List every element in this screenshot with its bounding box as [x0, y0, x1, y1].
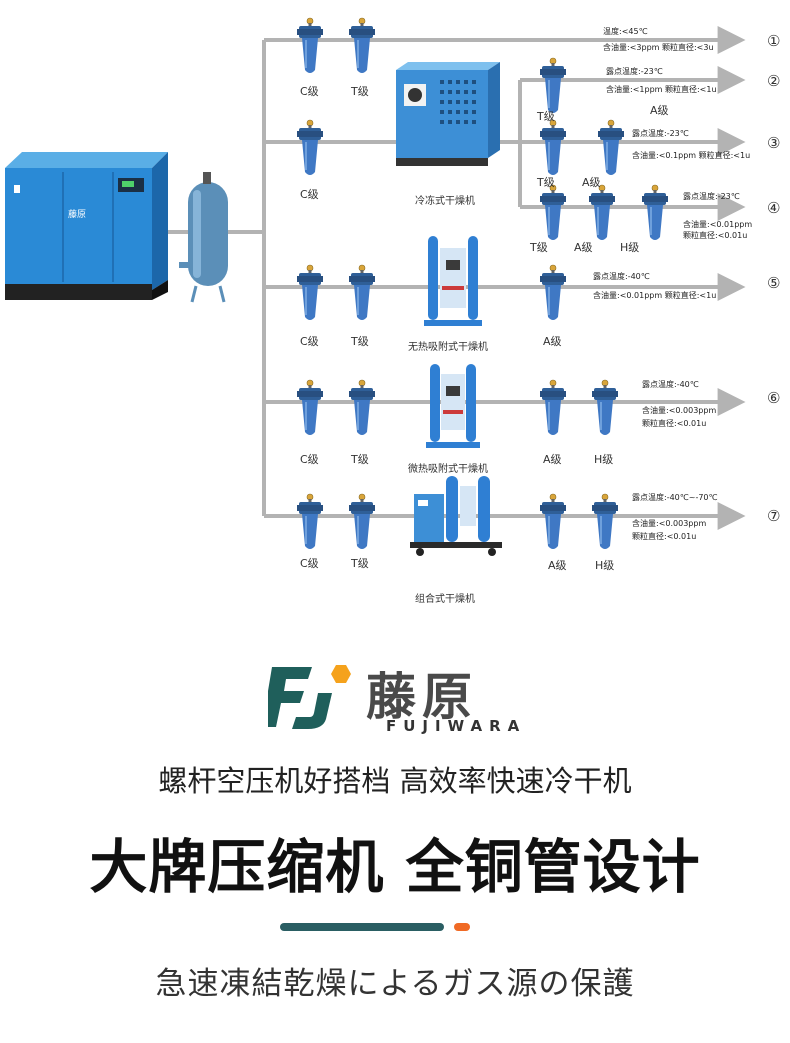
line-number: ③ — [767, 134, 780, 152]
filter-label: C级 — [300, 335, 319, 348]
air-treatment-diagram: 藤原 — [5, 17, 780, 605]
filter-a-line5 — [539, 264, 567, 321]
filter-label: C级 — [300, 453, 319, 466]
microheat-adsorption-dryer — [426, 364, 480, 448]
filter-label: T级 — [536, 110, 555, 123]
filter-label: T级 — [350, 557, 369, 570]
spec-text: 露点温度:-23℃ — [683, 191, 740, 201]
filter-a-line4 — [588, 184, 616, 241]
line-number: ② — [767, 72, 780, 90]
filter-label: H级 — [595, 559, 614, 572]
filter-c-line6 — [296, 379, 324, 436]
heatless-adsorption-dryer — [424, 236, 482, 326]
filter-t-line4 — [539, 184, 567, 241]
filter-label: H级 — [594, 453, 613, 466]
line-number: ⑥ — [767, 389, 780, 407]
filter-label: A级 — [543, 453, 562, 466]
spec-text: 露点温度:-40℃~-70℃ — [632, 492, 718, 502]
filter-label: C级 — [300, 557, 319, 570]
fj-logo-mark — [268, 665, 351, 729]
spec-text: 露点温度:-40℃ — [593, 271, 650, 281]
spec-text: 颗粒直径:<0.01u — [632, 531, 696, 541]
filter-label: T级 — [350, 85, 369, 98]
subline-japanese: 急速凍結乾燥によるガス源の保護 — [155, 966, 635, 1002]
line-number: ④ — [767, 199, 780, 217]
compressor-logo-text: 藤原 — [68, 208, 86, 220]
filter-label: A级 — [574, 241, 593, 254]
spec-text: 含油量:<0.003ppm — [632, 518, 706, 528]
filter-label: C级 — [300, 85, 319, 98]
spec-text: 含油量:<0.1ppm 颗粒直径:<1u — [632, 150, 750, 160]
divider-bar — [280, 923, 444, 931]
machine-label: 微热吸附式干燥机 — [408, 462, 488, 475]
filter-c-line1 — [296, 17, 324, 74]
machine-label: 组合式干燥机 — [415, 592, 475, 605]
spec-text: 露点温度:-23℃ — [632, 128, 689, 138]
filter-t-line5 — [348, 264, 376, 321]
spec-text: 含油量:<1ppm 颗粒直径:<1u — [606, 84, 717, 94]
spec-text: 含油量:<3ppm 颗粒直径:<3u — [603, 42, 714, 52]
filter-label: C级 — [300, 188, 319, 201]
filter-label: T级 — [350, 335, 369, 348]
spec-text: 露点温度:-23℃ — [606, 66, 663, 76]
filter-h-line7 — [591, 493, 619, 550]
filter-c-line5 — [296, 264, 324, 321]
filter-h-line4 — [641, 184, 669, 241]
filter-label: T级 — [536, 176, 555, 189]
filter-a-line7 — [539, 493, 567, 550]
filter-label: A级 — [543, 335, 562, 348]
filter-t-line6 — [348, 379, 376, 436]
filter-a-line3 — [597, 119, 625, 176]
filter-label: T级 — [350, 453, 369, 466]
filter-t-line7 — [348, 493, 376, 550]
filter-h-line6 — [591, 379, 619, 436]
spec-text: 含油量:<0.01ppm 颗粒直径:<1u — [593, 290, 716, 300]
refrigerated-dryer — [396, 62, 500, 166]
filter-t-line1 — [348, 17, 376, 74]
machine-label: 冷冻式干燥机 — [415, 194, 475, 207]
spec-text: 颗粒直径:<0.01u — [683, 230, 747, 240]
filter-t-line3 — [539, 119, 567, 176]
filter-c-line7 — [296, 493, 324, 550]
divider-dot — [454, 923, 470, 931]
brand-section: 藤原 FUJIWARA 螺杆空压机好搭档 高效率快速冷干机 大牌压缩机 全铜管设… — [0, 640, 790, 1043]
filter-a-line6 — [539, 379, 567, 436]
spec-text: 含油量:<0.003ppm — [642, 405, 716, 415]
filter-c-main — [296, 119, 324, 176]
spec-text: 颗粒直径:<0.01u — [642, 418, 706, 428]
air-tank — [179, 172, 228, 303]
combined-dryer — [410, 476, 502, 556]
line-number: ① — [767, 32, 780, 50]
line-number: ⑤ — [767, 274, 780, 292]
filter-label: A级 — [650, 104, 669, 117]
brand-name-en: FUJIWARA — [386, 717, 527, 735]
filter-t-line2 — [539, 57, 567, 114]
filter-label: A级 — [582, 176, 601, 189]
filter-label: T级 — [529, 241, 548, 254]
headline: 大牌压缩机 全铜管设计 — [89, 833, 701, 901]
brand-logo: 藤原 FUJIWARA — [268, 663, 568, 743]
brand-name-cn: 藤原 — [366, 668, 478, 726]
diagram-labels: C级 T级 C级 T级 A级 T级 A级 T级 A级 H级 C级 T级 A级 C… — [300, 26, 780, 605]
air-compressor: 藤原 — [5, 152, 168, 300]
machine-label: 无热吸附式干燥机 — [408, 340, 488, 353]
spec-text: 温度:<45℃ — [603, 26, 648, 36]
tagline: 螺杆空压机好搭档 高效率快速冷干机 — [158, 764, 632, 798]
filter-label: A级 — [548, 559, 567, 572]
spec-text: 露点温度:-40℃ — [642, 379, 699, 389]
spec-text: 含油量:<0.01ppm — [683, 219, 752, 229]
line-number: ⑦ — [767, 507, 780, 525]
filter-label: H级 — [620, 241, 639, 254]
